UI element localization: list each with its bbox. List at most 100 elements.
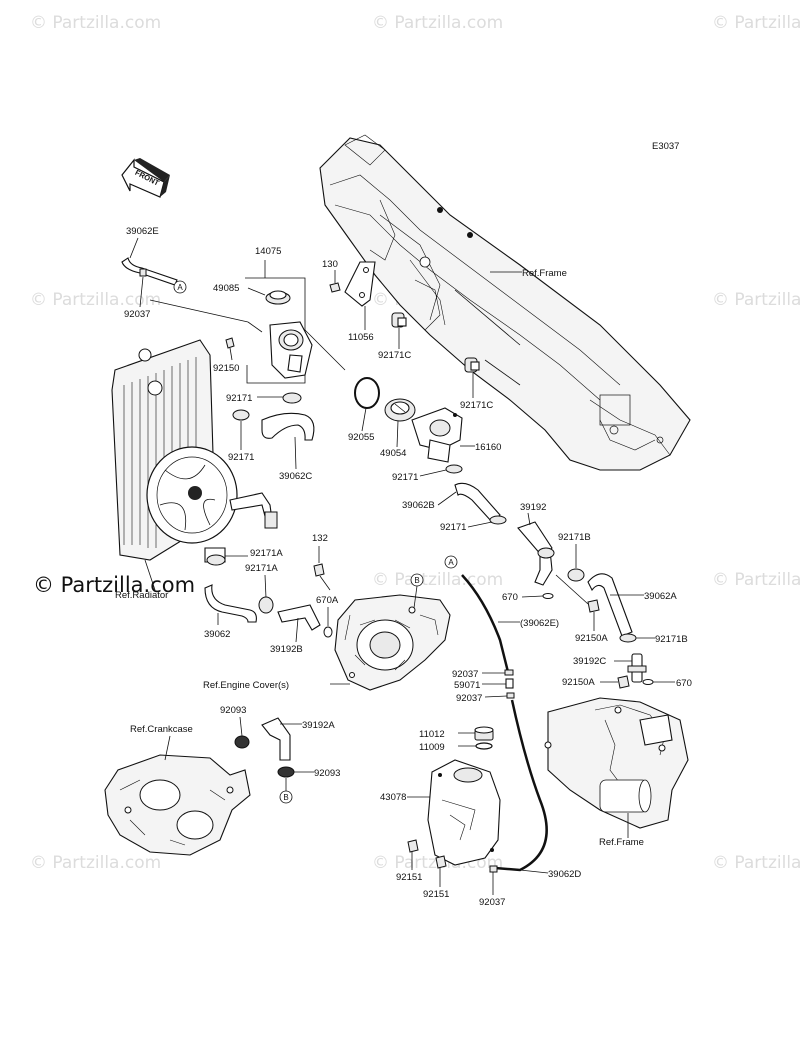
oil-seal-part — [277, 766, 295, 778]
leader — [239, 716, 243, 737]
part-label-49085: 49085 — [213, 283, 239, 294]
part-label-39062B: 39062B — [402, 500, 435, 511]
part-label-132: 132 — [312, 533, 328, 544]
leader — [437, 491, 457, 506]
clamp-part — [445, 464, 463, 474]
callout-b-label: B — [283, 793, 288, 802]
fitting-part — [489, 865, 498, 873]
hose-part — [454, 482, 501, 523]
leader — [519, 869, 549, 874]
bolt-part — [407, 839, 419, 853]
part-label-92037: 92037 — [452, 669, 478, 680]
clamp-part — [489, 515, 507, 525]
hose-part — [204, 584, 257, 623]
part-label-39062E: 39062E — [126, 226, 159, 237]
part-label-670: 670 — [502, 592, 518, 603]
leader — [361, 407, 367, 432]
breather-hose-part — [461, 574, 510, 673]
part-label-92171A: 92171A — [245, 563, 278, 574]
part-label-92055: 92055 — [348, 432, 374, 443]
bolt-part — [313, 563, 325, 577]
part-label-39062E: (39062E) — [520, 618, 559, 629]
watermark: © Partzilla.com — [30, 290, 161, 310]
leader — [454, 289, 521, 346]
part-label-14075: 14075 — [255, 246, 281, 257]
part-label-92171A: 92171A — [250, 548, 283, 559]
o-ring-part — [642, 679, 654, 685]
ref-frame-label: Ref.Frame — [522, 268, 567, 279]
fitting-part — [504, 669, 515, 699]
thermostat-cover-part — [411, 407, 463, 463]
radiator-illustration — [111, 339, 278, 563]
hose-part — [121, 257, 178, 286]
part-label-39062D: 39062D — [548, 869, 581, 880]
part-label-39192C: 39192C — [573, 656, 606, 667]
part-label-11012: 11012 — [419, 729, 445, 740]
part-label-92171C: 92171C — [460, 400, 493, 411]
leader — [129, 237, 139, 259]
leader — [264, 574, 267, 599]
bolt-part — [435, 855, 447, 869]
part-label-92093: 92093 — [314, 768, 340, 779]
leader — [164, 735, 171, 761]
leader — [144, 559, 156, 591]
part-label-92171B: 92171B — [558, 532, 591, 543]
crankcase-illustration — [104, 754, 251, 856]
part-label-92037: 92037 — [456, 693, 482, 704]
leader — [295, 617, 299, 643]
clamp-part — [391, 312, 407, 328]
o-ring-part — [354, 377, 380, 409]
watermark: © Partzilla.com — [372, 570, 503, 590]
clamp-part — [464, 357, 480, 373]
part-label-39192: 39192 — [520, 502, 546, 513]
reserve-tank-part — [427, 759, 501, 866]
callout-a-label: A — [448, 558, 454, 567]
ref-radiator-label: Ref.Radiator — [115, 590, 168, 601]
part-label-39192B: 39192B — [270, 644, 303, 655]
part-label-92171: 92171 — [440, 522, 466, 533]
diagram-code: E3037 — [652, 141, 679, 152]
leader — [396, 420, 399, 448]
bolt-part — [225, 337, 235, 349]
pipe-part — [517, 521, 555, 586]
thermostat-part — [384, 398, 416, 422]
oil-seal-part — [234, 735, 250, 749]
lower-frame-illustration — [544, 697, 689, 829]
part-label-92150A: 92150A — [562, 677, 595, 688]
callout-a — [173, 280, 187, 294]
bolt-part — [617, 675, 630, 689]
part-label-670: 670 — [676, 678, 692, 689]
part-label-39062: 39062 — [204, 629, 230, 640]
leader — [484, 359, 521, 386]
engine-cover-illustration — [334, 594, 451, 691]
leader — [319, 575, 331, 591]
watermark: © Partzilla.com — [30, 853, 161, 873]
part-label-16160: 16160 — [475, 442, 501, 453]
tank-cap-part — [474, 726, 494, 734]
watermarks: © Partzilla.com © Partzilla.com © Partzi… — [30, 13, 800, 873]
bolt-part — [587, 599, 600, 613]
leader — [294, 436, 297, 470]
leader — [521, 595, 544, 598]
hose-part — [494, 699, 548, 872]
watermark: © Partzilla.com — [712, 570, 800, 590]
clamp-part — [258, 596, 274, 614]
part-label-39062C: 39062C — [279, 471, 312, 482]
part-label-92171B: 92171B — [655, 634, 688, 645]
part-label-92171: 92171 — [226, 393, 252, 404]
leader — [304, 329, 346, 371]
part-label-92037: 92037 — [479, 897, 505, 908]
gasket-part — [475, 742, 493, 750]
bracket-part — [329, 261, 376, 307]
clamp-part — [567, 568, 585, 582]
callout-a — [444, 555, 458, 569]
part-label-39192A: 39192A — [302, 720, 335, 731]
part-label-92150: 92150 — [213, 363, 239, 374]
part-label-11056: 11056 — [348, 332, 374, 343]
hose-part — [261, 412, 315, 441]
part-label-11009: 11009 — [419, 742, 445, 753]
ref-frame-label: Ref.Frame — [599, 837, 644, 848]
part-label-92171: 92171 — [228, 452, 254, 463]
part-label-92171: 92171 — [392, 472, 418, 483]
part-label-670A: 670A — [316, 595, 339, 606]
